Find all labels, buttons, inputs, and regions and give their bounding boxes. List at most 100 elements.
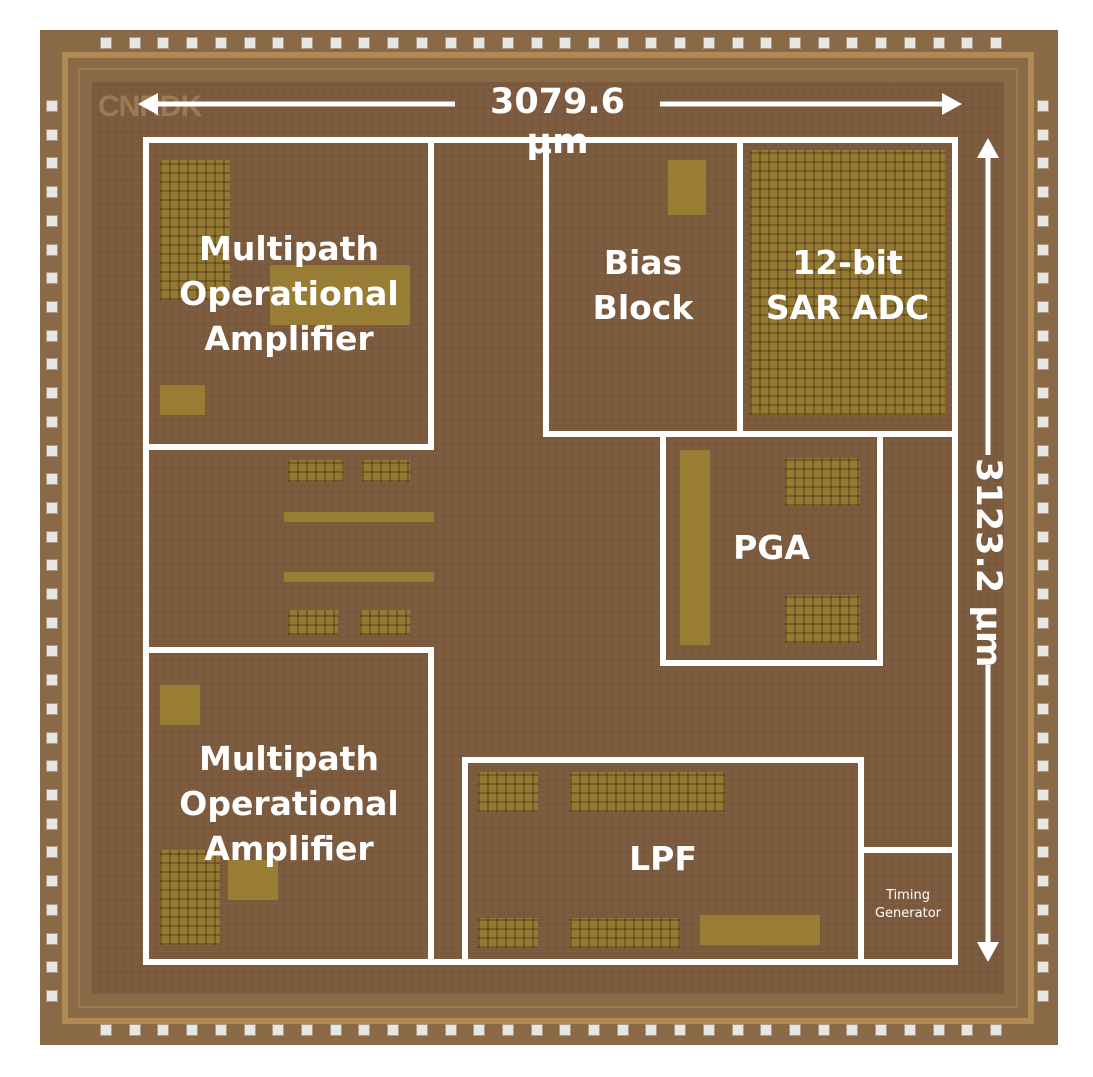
bond-pad (1037, 186, 1049, 199)
bond-pad (46, 645, 58, 658)
bond-pad (1037, 387, 1049, 400)
bond-pad (702, 1024, 715, 1036)
bond-pad (415, 1024, 428, 1036)
bond-pad (559, 1024, 572, 1036)
bond-pad (1037, 329, 1049, 342)
bond-pad (46, 990, 58, 1002)
circuit-region (270, 265, 410, 325)
bond-pad (1037, 128, 1049, 141)
bond-pad (760, 37, 773, 49)
bond-pad (358, 1024, 371, 1036)
circuit-region (478, 772, 538, 812)
bond-pad (990, 37, 1002, 49)
bond-pad (46, 100, 58, 112)
circuit-region (284, 572, 434, 582)
width-arrowhead-right (942, 93, 962, 115)
bond-pad (846, 37, 859, 49)
bond-pad (329, 37, 342, 49)
bond-pad (243, 37, 256, 49)
bond-pad (616, 37, 629, 49)
bond-pad (46, 961, 58, 974)
circuit-region (785, 458, 860, 506)
bond-pad (1037, 214, 1049, 227)
circuit-region (160, 850, 220, 945)
bond-pad (1037, 846, 1049, 859)
bond-pad (875, 1024, 888, 1036)
bond-pad (387, 37, 400, 49)
adc-block-label: 12-bit SAR ADC (743, 240, 952, 330)
bond-pad (473, 1024, 486, 1036)
height-arrowhead-top (977, 138, 999, 158)
bond-pad (1037, 559, 1049, 572)
height-arrowhead-bottom (977, 942, 999, 962)
bond-pad (46, 875, 58, 888)
circuit-region (680, 450, 710, 645)
bond-pad (46, 559, 58, 572)
bond-pad (1037, 501, 1049, 514)
circuit-region (362, 460, 410, 482)
bond-pad (46, 501, 58, 514)
opamp-top-label: Multipath Operational Amplifier (150, 226, 428, 361)
bond-pad (128, 37, 141, 49)
width-dimension-label: 3079.6 μm (489, 82, 626, 162)
opamp-bottom-label: Multipath Operational Amplifier (150, 736, 428, 871)
bond-pad (1037, 903, 1049, 916)
circuit-region (785, 595, 860, 643)
bond-pad (1037, 645, 1049, 658)
bond-pad (46, 616, 58, 629)
circuit-region (228, 860, 278, 900)
bond-pad (530, 1024, 543, 1036)
bond-pad (674, 1024, 687, 1036)
bond-pad (46, 300, 58, 313)
bond-pad (1037, 702, 1049, 715)
bond-pad (157, 37, 170, 49)
bond-pad (46, 214, 58, 227)
bond-pad (444, 37, 457, 49)
bond-pad (1037, 243, 1049, 256)
bond-pad (46, 846, 58, 859)
circuit-region (570, 772, 725, 812)
bond-pad (46, 128, 58, 141)
bond-pad (501, 37, 514, 49)
bond-pad (817, 1024, 830, 1036)
bond-pad (501, 1024, 514, 1036)
circuit-region (160, 160, 230, 300)
bond-pad (1037, 760, 1049, 773)
bond-pad (1037, 588, 1049, 601)
bond-pad (473, 37, 486, 49)
bond-pad (559, 37, 572, 49)
bond-pad (46, 387, 58, 400)
bond-pad (789, 37, 802, 49)
bond-pad (1037, 817, 1049, 830)
bond-pad (214, 37, 227, 49)
bond-pad (243, 1024, 256, 1036)
width-arrowhead-left (138, 93, 158, 115)
bond-pad (358, 37, 371, 49)
bond-pad (46, 272, 58, 285)
timing-generator-label: Timing Generator (864, 887, 952, 923)
circuit-region (284, 512, 434, 522)
bond-pad (731, 1024, 744, 1036)
bond-pad (789, 1024, 802, 1036)
bond-pad (588, 37, 601, 49)
adc-line-2: SAR ADC (765, 288, 930, 327)
opamp-top-line-1: Multipath (199, 229, 379, 268)
bond-pad (961, 37, 974, 49)
opamp-bottom-line-1: Multipath (199, 739, 379, 778)
timing-line-2: Generator (874, 906, 941, 921)
bond-pad (1037, 674, 1049, 687)
circuit-region (668, 160, 706, 215)
bond-pad (1037, 731, 1049, 744)
bond-pad (46, 444, 58, 457)
circuit-region (360, 610, 410, 635)
bond-pad (46, 415, 58, 428)
circuit-region (288, 610, 338, 635)
bond-pad (903, 1024, 916, 1036)
bond-pad (1037, 300, 1049, 313)
bond-pad (272, 37, 285, 49)
bond-pad (1037, 616, 1049, 629)
pga-line-1: PGA (733, 528, 810, 567)
bond-pad (702, 37, 715, 49)
circuit-region (700, 915, 820, 945)
bond-pad (674, 37, 687, 49)
